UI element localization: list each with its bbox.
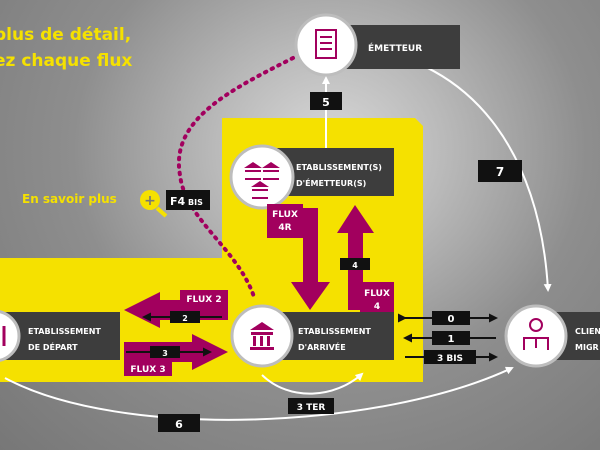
flow-6-arc xyxy=(4,366,514,421)
flux-1-label: 1 xyxy=(448,334,455,345)
emetteur-label: ÉMETTEUR xyxy=(368,42,422,54)
flux-4-line-2: 4 xyxy=(374,302,380,312)
flux-2-tag xyxy=(180,290,228,306)
flux-4-arrow xyxy=(337,205,374,310)
flux-6-label: 6 xyxy=(175,418,183,431)
en-savoir-plus-label[interactable]: En savoir plus xyxy=(22,192,117,206)
flux-3bis-tag[interactable] xyxy=(424,350,476,364)
flux-4-num-tag[interactable] xyxy=(340,258,370,270)
f4bis-main: F4 xyxy=(170,195,186,208)
etab-depart-line-1: ETABLISSEMENT xyxy=(28,327,101,336)
etab-depart-circle[interactable] xyxy=(0,310,21,362)
flux-5-tag[interactable] xyxy=(310,92,342,110)
banks-icon xyxy=(244,162,280,199)
flux-7-tag[interactable] xyxy=(478,160,522,182)
intro-line-2: ez chaque flux xyxy=(0,51,133,71)
flux-3-num: 3 xyxy=(162,349,168,358)
flux-4r-line-1: FLUX xyxy=(272,210,298,220)
f4bis-sub: BIS xyxy=(188,198,203,207)
flow-3ter-arc xyxy=(261,372,364,395)
flux-6-tag[interactable] xyxy=(158,414,200,432)
etab-emetteur-line-2: D'ÉMETTEUR(S) xyxy=(296,177,366,188)
bank-icon xyxy=(250,322,274,350)
flux-1-tag[interactable] xyxy=(432,331,470,345)
magnifier-plus: + xyxy=(144,193,156,209)
client-line-2: MIGR xyxy=(575,343,599,352)
flux-4-tag xyxy=(360,282,394,314)
intro-text: plus de détail, ez chaque flux xyxy=(0,22,132,74)
person-icon xyxy=(523,318,549,350)
flux-0-label: 0 xyxy=(448,314,455,325)
flux-3-num-tag[interactable] xyxy=(150,346,180,358)
etab-emetteur-circle[interactable] xyxy=(229,144,295,210)
etab-emetteur-line-1: ETABLISSEMENT(S) xyxy=(296,163,382,172)
building-icon xyxy=(315,29,337,59)
dotted-link xyxy=(176,56,295,302)
flux-4r-line-2: 4R xyxy=(278,223,291,233)
magnifier-handle xyxy=(155,206,168,218)
flux-4-num: 4 xyxy=(352,261,358,270)
emetteur-circle[interactable] xyxy=(294,13,358,77)
flux-3-label: FLUX 3 xyxy=(130,365,165,375)
client-circle[interactable] xyxy=(504,304,568,368)
flux-5-label: 5 xyxy=(322,96,330,109)
flux-4r-tag xyxy=(267,204,303,238)
client-line-1: CLIEN xyxy=(575,327,600,336)
etab-arrivee-line-1: ETABLISSEMENT xyxy=(298,327,371,336)
flux-2-num: 2 xyxy=(182,314,188,323)
flux-4r-arrow xyxy=(291,208,330,310)
flux-7-label: 7 xyxy=(496,165,504,179)
intro-line-1: plus de détail, xyxy=(0,25,132,45)
etab-depart-line-2: DE DÉPART xyxy=(28,341,78,352)
flux-3bis-label: 3 BIS xyxy=(437,354,463,364)
flux-2-label: FLUX 2 xyxy=(186,295,221,305)
flux-3-tag xyxy=(124,360,172,376)
magnifier-icon[interactable] xyxy=(140,190,160,210)
flux-3ter-label: 3 TER xyxy=(297,403,326,413)
flux-2-num-tag[interactable] xyxy=(170,311,200,323)
f4bis-tag[interactable] xyxy=(166,190,210,210)
flux-4-line-1: FLUX xyxy=(364,289,390,299)
etab-arrivee-line-2: D'ARRIVÉE xyxy=(298,341,346,352)
flux-0-tag[interactable] xyxy=(432,311,470,325)
flux-3ter-tag[interactable] xyxy=(288,398,334,414)
